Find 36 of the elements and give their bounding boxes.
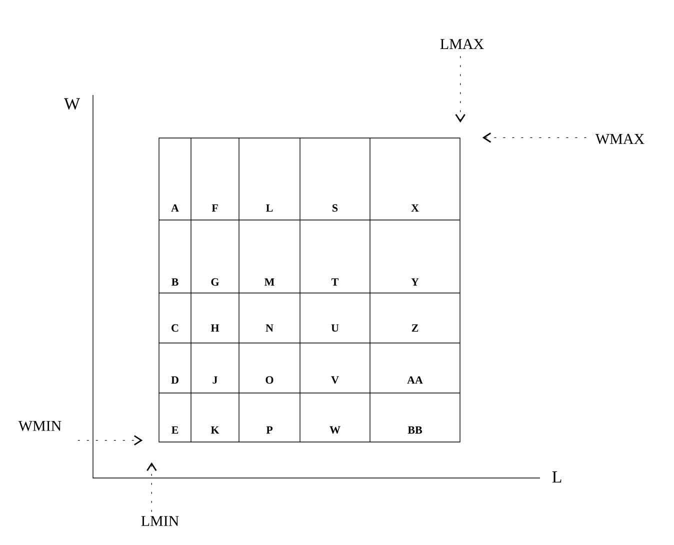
cell-letter: J (212, 376, 218, 384)
cell-letter: G (211, 278, 219, 286)
limit-label: WMIN (18, 420, 62, 431)
limit-label: WMAX (595, 134, 644, 144)
cell-letter: P (266, 426, 273, 434)
cell-letter: E (172, 426, 178, 434)
cell-letter: O (266, 376, 274, 384)
cell-letter: BB (408, 426, 422, 434)
cell-letter: N (266, 324, 274, 332)
cell-letter: A (171, 204, 179, 212)
axis-label: W (64, 98, 80, 110)
arrow (482, 132, 587, 143)
cell-letter: H (210, 324, 220, 332)
cell-letter: X (411, 204, 419, 212)
axis-label: L (552, 471, 562, 483)
cell-letter: W (330, 426, 340, 434)
limit-label: LMAX (440, 39, 484, 49)
arrow (146, 462, 157, 512)
cell-letter: F (212, 204, 218, 212)
cell-letter: M (264, 278, 274, 286)
cell-letter: K (210, 426, 220, 434)
cell-letter: B (172, 278, 178, 286)
cell-letter: D (171, 376, 178, 384)
cell-letter: Y (411, 278, 419, 286)
arrow (455, 56, 466, 123)
cell-letter: Z (412, 324, 418, 332)
cell-letter: AA (407, 376, 423, 384)
arrow (78, 435, 143, 446)
cell-letter: L (266, 204, 273, 212)
grid-box (158, 138, 460, 442)
cell-letter: T (332, 278, 338, 286)
cell-letter: S (332, 204, 338, 212)
limit-label: LMIN (141, 516, 179, 526)
cell-letter: C (172, 324, 178, 332)
cell-letter: V (331, 376, 339, 384)
cell-letter: U (331, 324, 339, 332)
